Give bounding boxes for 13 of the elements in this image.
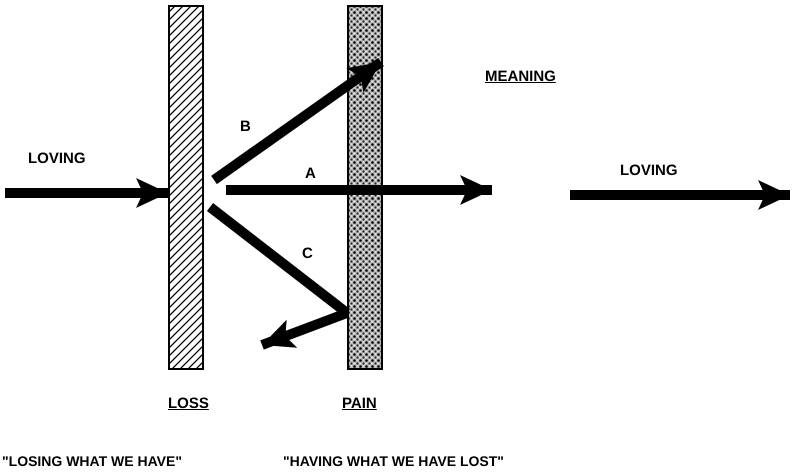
edge-label: C: [302, 245, 313, 263]
quote-text: "HAVING WHAT WE HAVE LOST": [283, 452, 504, 470]
edge-label: A: [305, 165, 316, 183]
edge-label: B: [240, 118, 251, 136]
arrow: [226, 175, 492, 205]
label-text: LOVING: [620, 162, 678, 180]
bar-heading: LOSS: [168, 395, 209, 413]
label-text: MEANING: [485, 68, 556, 86]
edge-label: LOVING: [28, 150, 86, 168]
arrow: [5, 178, 168, 208]
arrow: [211, 58, 384, 184]
bar-heading: PAIN: [342, 395, 377, 413]
quote-text: "LOSING WHAT WE HAVE": [2, 452, 182, 470]
